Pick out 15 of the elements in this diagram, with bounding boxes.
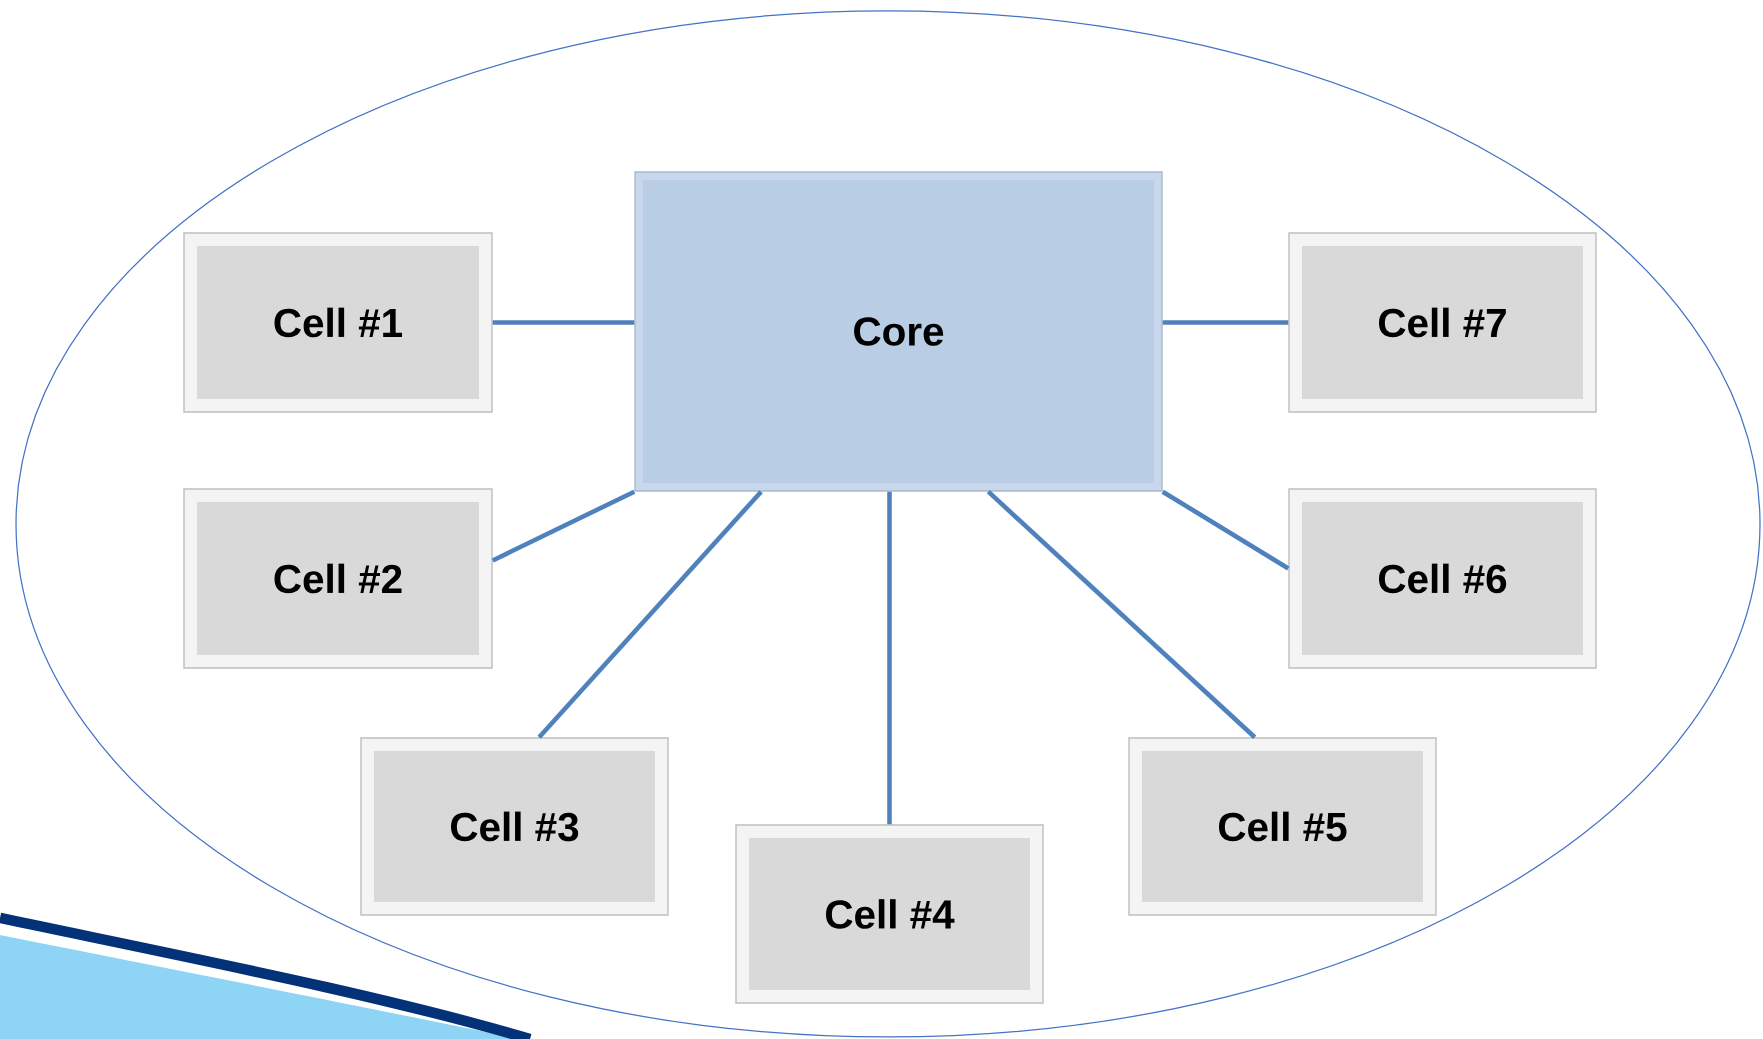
cell-box: Cell #1	[183, 232, 493, 413]
connector-line	[1161, 489, 1290, 571]
connector-line	[537, 490, 763, 739]
connector-line	[986, 490, 1257, 739]
cell-box: Cell #4	[735, 824, 1044, 1004]
core-box: Core	[634, 171, 1163, 492]
connector-line	[887, 491, 892, 825]
cell-box: Cell #6	[1288, 488, 1597, 669]
cell-box: Cell #2	[183, 488, 493, 669]
connector-line	[492, 320, 635, 325]
cell-box: Cell #7	[1288, 232, 1597, 413]
cell-box: Cell #3	[360, 737, 669, 916]
connector-line	[1162, 320, 1289, 325]
connector-line	[491, 489, 636, 563]
cell-box: Cell #5	[1128, 737, 1437, 916]
